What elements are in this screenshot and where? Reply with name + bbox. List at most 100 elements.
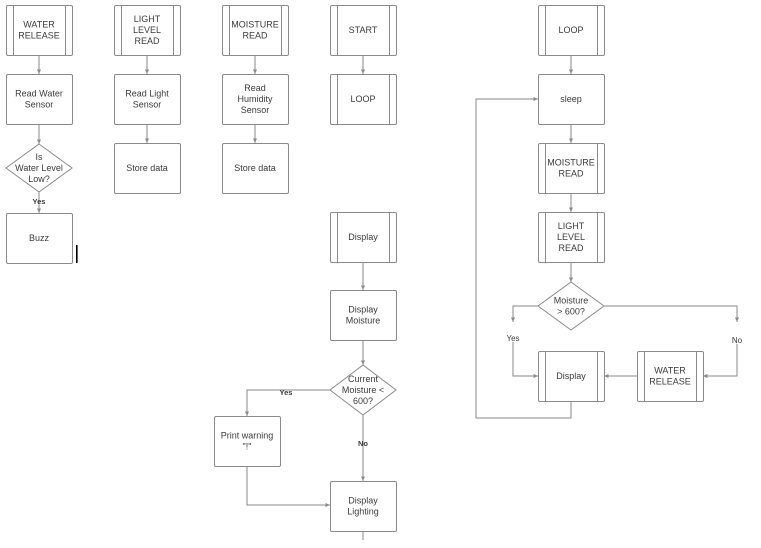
- water-release-sub-label-line-2: RELEASE: [18, 31, 60, 41]
- moisture-gt-600-decision-label-line-1: Moisture: [554, 296, 589, 306]
- start-node[interactable]: START: [330, 5, 397, 56]
- sleep-node[interactable]: sleep: [538, 74, 605, 125]
- moisture-read-sub-label-line-2: READ: [242, 31, 268, 41]
- moisture-read-call-label-line-2: READ: [558, 169, 584, 179]
- display-lighting-label-line-2: Lighting: [347, 507, 379, 517]
- water-release-call-label-line-2: RELEASE: [649, 377, 691, 387]
- store-data-moisture-label-line-1: Store data: [234, 163, 276, 173]
- store-data-light-box: [114, 143, 181, 194]
- edge-decision-yes-to-display: [511, 305, 538, 322]
- read-humidity-sensor-label-line-3: Sensor: [241, 105, 270, 115]
- moisture-gt-600-decision-node[interactable]: Moisture> 600?: [537, 281, 605, 331]
- edge-decision-no-to-water: [604, 305, 739, 322]
- water-release-call-box: [637, 351, 704, 402]
- loop-call-box: [330, 74, 397, 125]
- water-level-decision-diamond: [5, 143, 73, 193]
- light-level-read-sub-label-line-2: LEVEL: [133, 25, 161, 35]
- moisture-read-call-label-line-1: MOISTURE: [547, 158, 595, 168]
- buzz-box: [6, 213, 73, 264]
- display-sub-label-line-1: Display: [348, 232, 378, 242]
- moisture-read-call-box: [538, 143, 605, 194]
- buzz-label-line-1: Buzz: [29, 233, 50, 243]
- edge-yes-to-display-continue: [512, 342, 538, 378]
- edge-no-to-water-continue: [703, 344, 738, 378]
- label-no-current-moisture: No: [358, 439, 368, 448]
- display-moisture-label-line-2: Moisture: [346, 316, 381, 326]
- moisture-read-sub-label-line-1: MOISTURE: [231, 20, 279, 30]
- store-data-moisture-node[interactable]: Store data: [222, 143, 289, 194]
- moisture-600-decision-diamond: [329, 364, 397, 416]
- edge-decision-yes-to-warning: [245, 389, 330, 416]
- read-water-sensor-label-line-1: Read Water: [15, 89, 63, 99]
- loop-sub-label-line-1: LOOP: [558, 25, 583, 35]
- label-yes-moisture-600: Yes: [506, 334, 519, 343]
- label-no-moisture-600: No: [732, 336, 743, 345]
- print-warning-box: [214, 416, 281, 467]
- display-sub-node[interactable]: Display: [330, 212, 397, 263]
- read-light-sensor-label-line-1: Read Light: [125, 89, 169, 99]
- read-water-sensor-label-line-2: Sensor: [25, 100, 54, 110]
- light-level-read-call-box: [538, 212, 605, 263]
- start-box: [330, 5, 397, 56]
- edge-display-loop-back: [475, 97, 572, 419]
- display-sub-box: [330, 212, 397, 263]
- moisture-gt-600-decision-diamond: [537, 281, 605, 331]
- read-humidity-sensor-label-line-2: Humidity: [237, 94, 273, 104]
- moisture-600-decision-label-line-2: Moisture <: [342, 385, 384, 395]
- start-label-line-1: START: [349, 25, 378, 35]
- display-call-node[interactable]: Display: [538, 351, 605, 402]
- water-release-sub-box: [6, 5, 73, 56]
- water-release-sub-label-line-1: WATER: [23, 20, 55, 30]
- light-level-read-sub-label-line-1: LIGHT: [134, 14, 161, 24]
- moisture-gt-600-decision-label-line-2: > 600?: [557, 307, 585, 317]
- moisture-600-decision-label-line-1: Current: [348, 374, 379, 384]
- moisture-600-decision-label-line-3: 600?: [353, 396, 373, 406]
- sleep-label-line-1: sleep: [560, 94, 582, 104]
- buzz-node[interactable]: Buzz: [6, 213, 73, 264]
- loop-sub-box: [538, 5, 605, 56]
- edge-warning-to-lighting: [246, 466, 330, 507]
- water-level-decision-label-line-1: Is: [35, 152, 43, 162]
- label-yes-current-moisture: Yes: [280, 388, 293, 397]
- loop-call-node[interactable]: LOOP: [330, 74, 397, 125]
- display-lighting-label-line-1: Display: [348, 496, 378, 506]
- moisture-read-sub-box: [222, 5, 289, 56]
- read-light-sensor-label-line-2: Sensor: [133, 100, 162, 110]
- loop-sub-node[interactable]: LOOP: [538, 5, 605, 56]
- sleep-box: [538, 74, 605, 125]
- print-warning-label-line-2: "!": [243, 442, 252, 452]
- light-level-read-call-label-line-1: LIGHT: [558, 221, 585, 231]
- read-water-sensor-box: [6, 74, 73, 125]
- water-level-decision-label-line-3: Low?: [28, 174, 50, 184]
- read-humidity-sensor-label-line-1: Read: [244, 83, 266, 93]
- water-release-call-label-line-1: WATER: [654, 366, 686, 376]
- flowchart-edges: [37, 55, 739, 540]
- light-level-read-sub-label-line-3: READ: [134, 36, 160, 46]
- water-level-decision-label-line-2: Water Level: [15, 163, 63, 173]
- label-yes-water: Yes: [33, 197, 46, 206]
- light-level-read-sub-box: [114, 5, 181, 56]
- store-data-light-node[interactable]: Store data: [114, 143, 181, 194]
- display-moisture-label-line-1: Display: [348, 305, 378, 315]
- print-warning-label-line-1: Print warning: [221, 431, 274, 441]
- print-warning-node[interactable]: Print warning"!": [214, 416, 281, 467]
- store-data-light-label-line-1: Store data: [126, 163, 168, 173]
- display-call-label-line-1: Display: [556, 371, 586, 381]
